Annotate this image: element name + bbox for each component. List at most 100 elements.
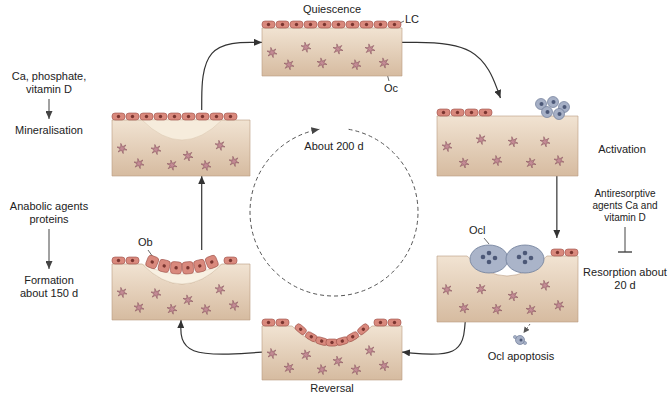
stage-panel: Activation (437, 98, 578, 176)
osteocyte (476, 284, 486, 294)
annotation-label: Ob (138, 236, 153, 249)
inhibition-line (625, 227, 626, 252)
stage-panel: Formation about 150 d (112, 250, 250, 320)
bone-matrix (262, 28, 402, 76)
stage-panel: Reversal (262, 318, 402, 380)
annotation-label: LC (405, 13, 419, 26)
lining-cell (304, 21, 317, 28)
osteocyte (151, 145, 161, 155)
new-bone (142, 120, 222, 140)
osteocyte (526, 158, 536, 168)
lining-cell (551, 249, 564, 256)
osteocyte (201, 160, 211, 170)
bone-matrix (262, 326, 402, 380)
osteocyte (554, 156, 564, 166)
stage-panel: Quiescence (262, 20, 402, 76)
bone-matrix (437, 256, 578, 322)
osteocyte (476, 134, 486, 144)
lining-cell (210, 113, 223, 120)
lining-cell (262, 319, 275, 326)
precursor-cell (542, 107, 553, 118)
osteocyte (284, 363, 294, 373)
cycle-arrow (556, 176, 557, 238)
lining-cell (437, 109, 450, 116)
stage-label: Resorption about 20 d (582, 266, 668, 292)
lining-cell (356, 323, 370, 336)
osteocyte (183, 151, 193, 161)
annotation-label: Ocl (469, 224, 486, 237)
cycle-arrow (201, 176, 202, 250)
lining-cell (465, 109, 478, 116)
precursor-cell (554, 109, 565, 120)
stage-label: Reversal (262, 382, 402, 395)
osteocyte (317, 58, 327, 68)
annotation-label: Ca, phosphate, vitamin D (4, 70, 94, 96)
osteocyte (229, 156, 239, 166)
osteocyte (365, 346, 375, 356)
osteocyte (229, 300, 239, 310)
osteocyte (201, 304, 211, 314)
lining-cell (332, 21, 345, 28)
lining-cell (276, 21, 289, 28)
annotation-label: Oc (384, 82, 398, 95)
lining-cell (182, 113, 195, 120)
stage-label: Mineralisation (4, 124, 94, 137)
effect-arrow (49, 229, 50, 269)
bone-panel (112, 250, 250, 320)
osteocyte (554, 300, 564, 310)
annotation-label: Ocl apoptosis (483, 350, 559, 363)
lining-cell (276, 319, 289, 326)
lining-cell (224, 257, 237, 264)
osteoblast (204, 254, 219, 269)
osteocyte (333, 44, 343, 54)
lining-cell (479, 109, 492, 116)
stage-label: Activation (587, 143, 657, 156)
osteocyte (351, 365, 361, 375)
osteocyte (317, 365, 327, 375)
bone-panel (437, 238, 578, 322)
lining-cell (360, 21, 373, 28)
lining-cell (168, 113, 181, 120)
osteocyte (442, 141, 452, 151)
lining-cell (346, 331, 360, 343)
lining-cell (262, 21, 275, 28)
osteocyte (284, 60, 294, 70)
osteocyte (301, 42, 311, 52)
lining-cell (140, 113, 153, 120)
osteoblast (145, 254, 160, 269)
osteocyte (267, 348, 277, 358)
osteocyte (134, 159, 144, 169)
lining-cell (154, 113, 167, 120)
osteocyte (134, 303, 144, 313)
lining-cell (374, 319, 387, 326)
osteocyte (540, 280, 550, 290)
bone-panel (262, 318, 402, 380)
bone-panel (437, 98, 578, 176)
lining-cell (112, 257, 125, 264)
lining-cell (388, 319, 401, 326)
osteoblast (182, 261, 194, 274)
apoptotic-cell (513, 335, 526, 344)
cycle-circle (250, 129, 418, 296)
osteocyte (117, 143, 127, 153)
osteoblast (170, 261, 182, 274)
lining-cell (294, 323, 308, 336)
lining-cell (388, 21, 401, 28)
lining-cell (196, 113, 209, 120)
stage-label: Quiescence (262, 3, 402, 16)
lining-cell (565, 249, 578, 256)
osteocyte (508, 291, 518, 301)
osteocyte (508, 137, 518, 147)
lining-cell (290, 21, 303, 28)
osteocyte (215, 140, 225, 150)
osteocyte (333, 356, 343, 366)
osteoblast (193, 259, 206, 273)
osteocyte (379, 58, 389, 68)
lining-cell (126, 113, 139, 120)
lining-cell (112, 113, 125, 120)
annotation-label: About 200 d (299, 140, 369, 153)
bone-matrix (437, 116, 578, 176)
inhibition-bar (618, 251, 632, 252)
osteocyte (183, 295, 193, 305)
lining-cell (318, 21, 331, 28)
